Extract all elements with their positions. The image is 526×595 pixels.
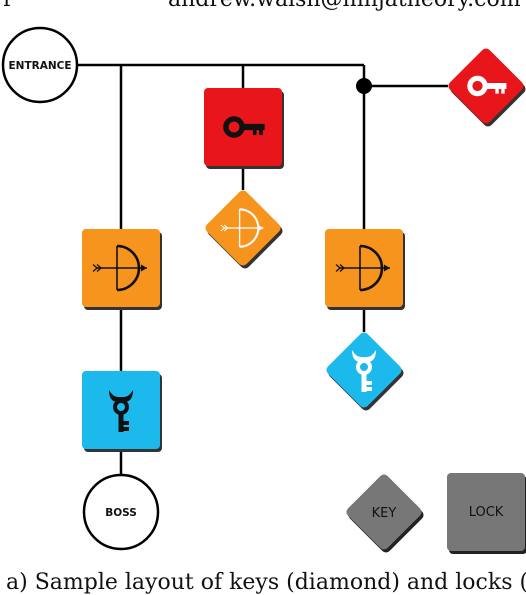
blue-horned-lock-icon bbox=[82, 371, 162, 452]
header-left-mark: r bbox=[3, 0, 14, 12]
boss-label: BOSS bbox=[105, 507, 137, 519]
junction-node bbox=[356, 78, 372, 94]
figure-caption: a) Sample layout of keys (diamond) and l… bbox=[6, 570, 526, 595]
header-email: andrew.walsh@ninjatheory.com bbox=[168, 0, 521, 12]
orange-bow-lock-left bbox=[82, 229, 162, 310]
red-key-lock-icon bbox=[204, 88, 284, 169]
entrance-node: ENTRANCE bbox=[1, 26, 79, 104]
legend-lock-square: LOCK bbox=[447, 473, 526, 554]
blue-horned-key-icon bbox=[326, 332, 404, 411]
orange-bow-key-icon bbox=[205, 190, 283, 269]
connector-lines bbox=[76, 63, 448, 475]
legend-key-label: KEY bbox=[372, 506, 397, 521]
red-key-diamond-icon bbox=[448, 48, 526, 127]
boss-node: BOSS bbox=[82, 473, 160, 551]
legend-key-diamond: KEY bbox=[346, 474, 424, 553]
orange-bow-lock-right bbox=[325, 229, 405, 310]
legend-lock-label: LOCK bbox=[469, 505, 504, 520]
entrance-label: ENTRANCE bbox=[9, 60, 72, 72]
